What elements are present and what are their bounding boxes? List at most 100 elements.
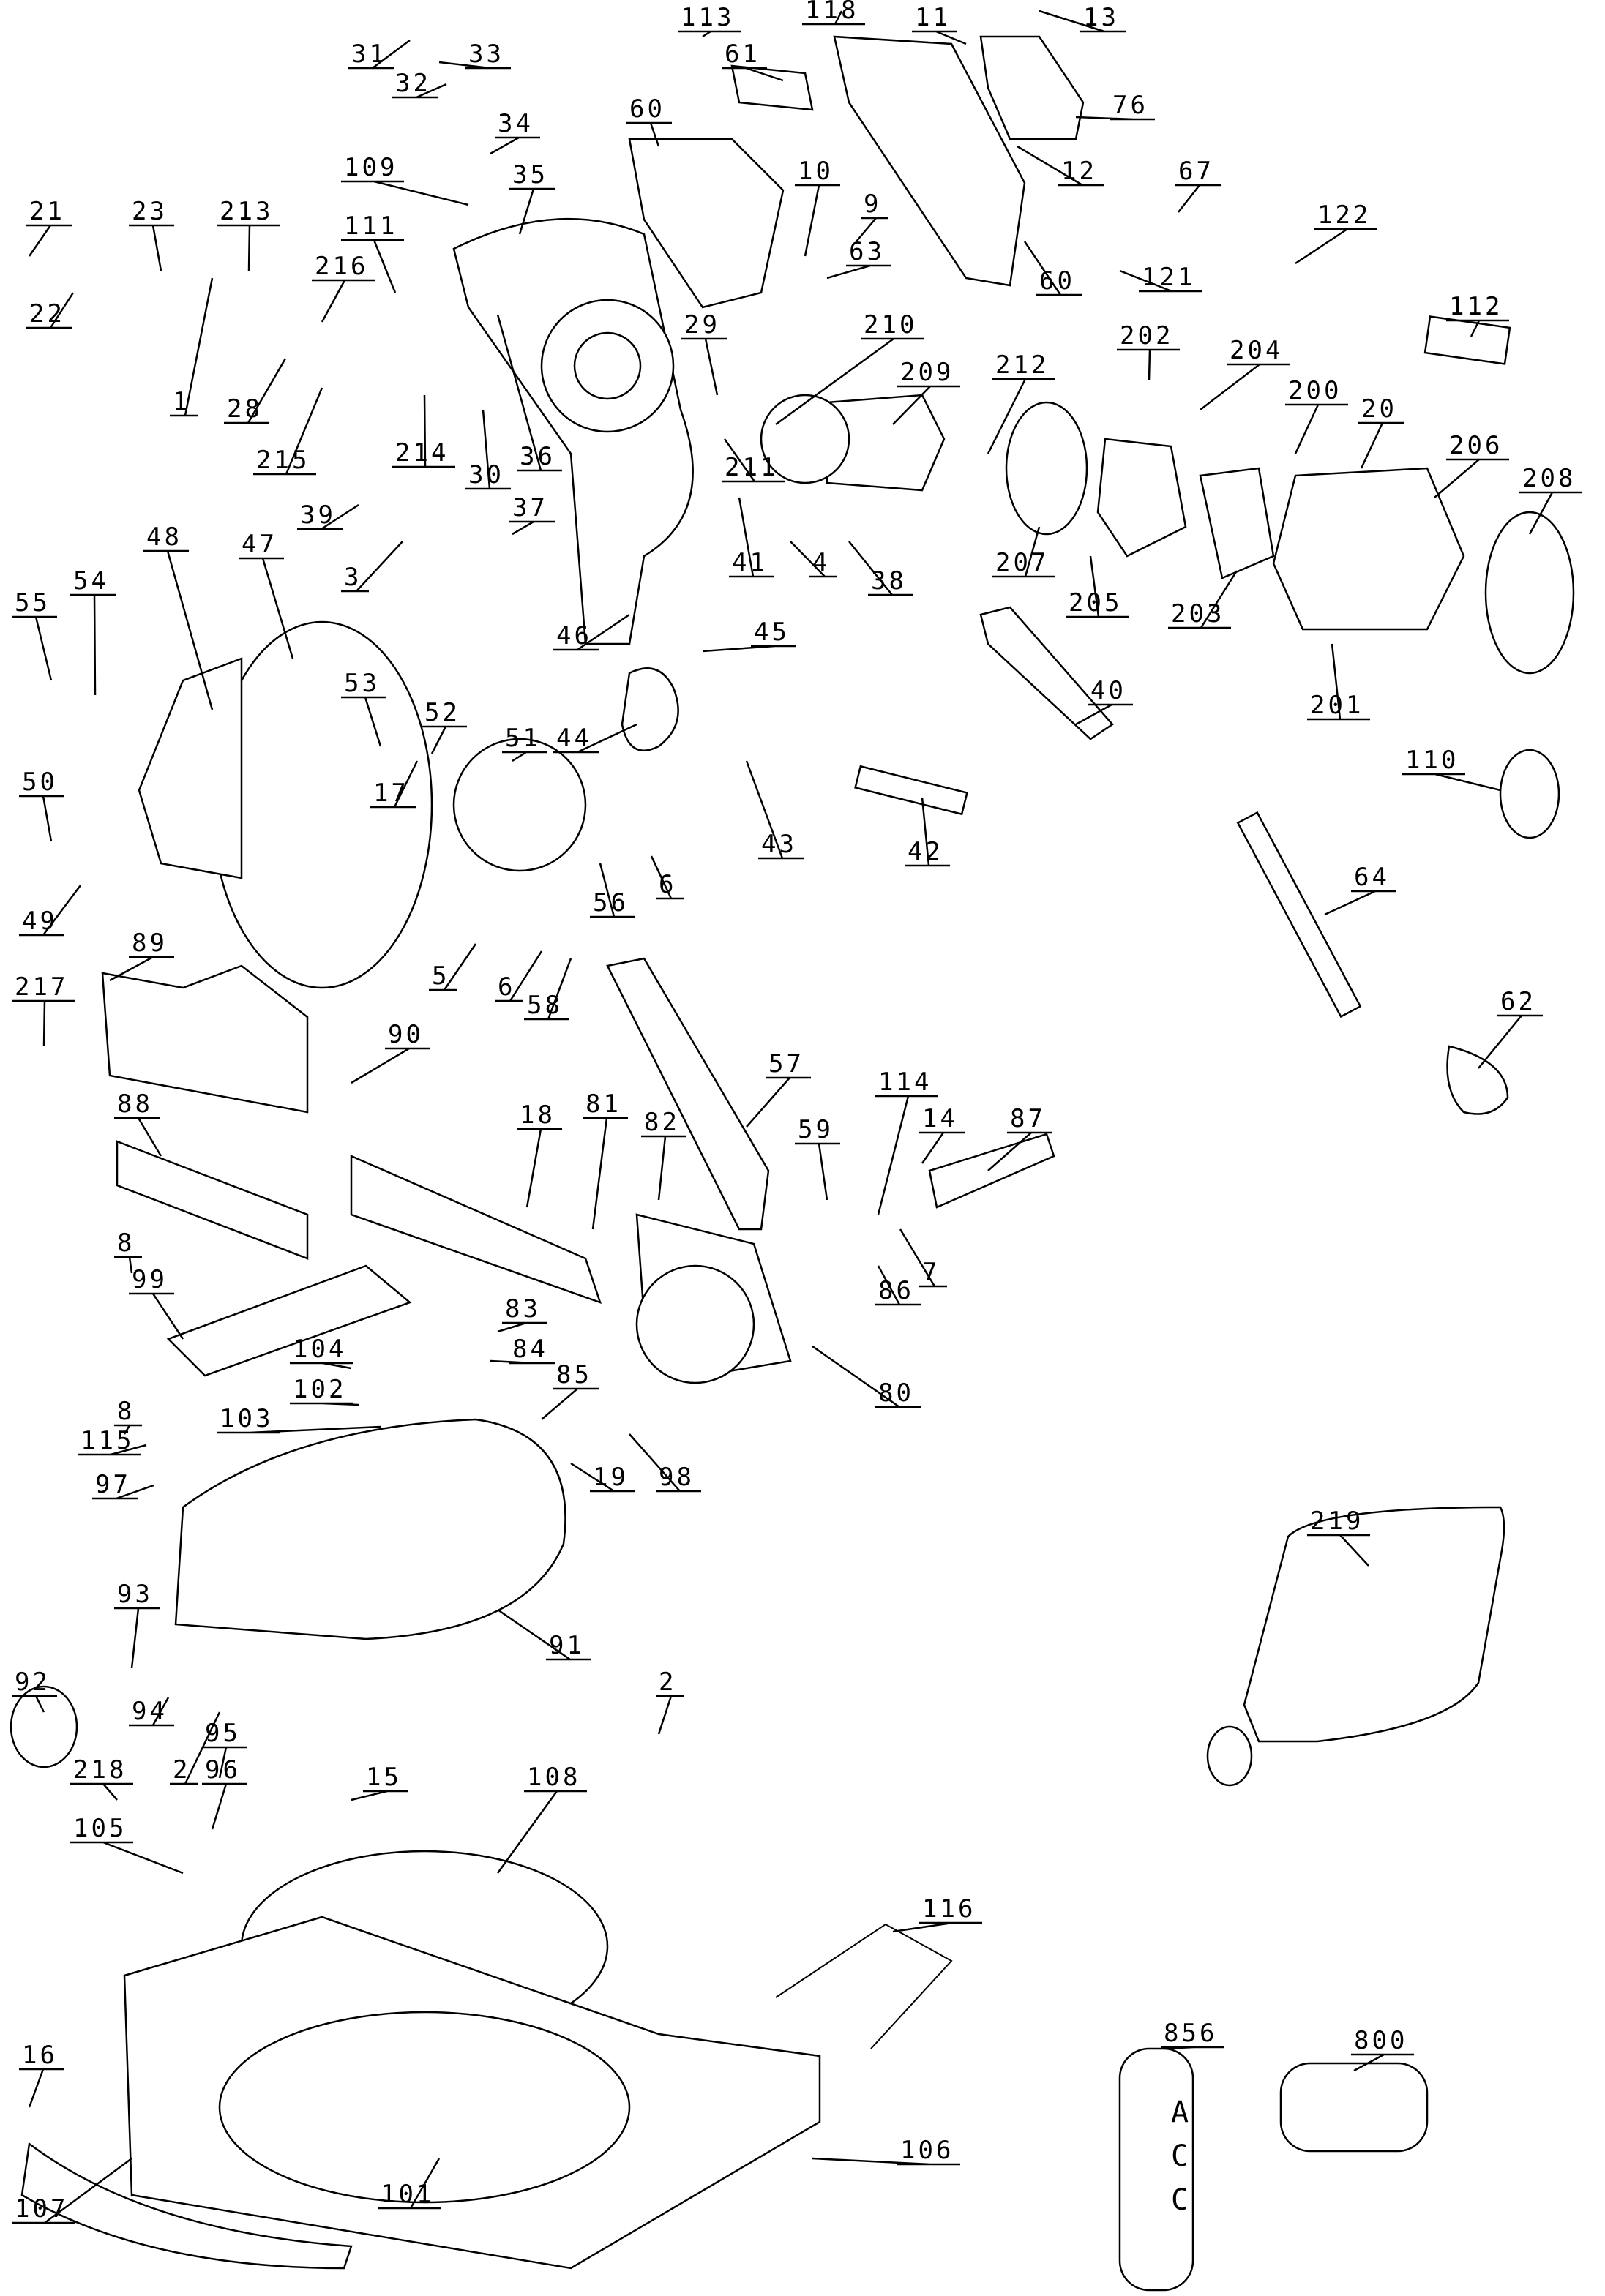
leader-line <box>1402 773 1501 792</box>
callout-number: 112 <box>1449 292 1503 321</box>
callout-number: 91 <box>549 1631 585 1660</box>
callout-109: 109 <box>341 153 469 206</box>
callout-number: 17 <box>373 779 409 808</box>
callout-number: 84 <box>512 1335 548 1364</box>
callout-19: 19 <box>570 1462 635 1493</box>
leader-line <box>129 1697 174 1727</box>
callout-34: 34 <box>490 109 540 155</box>
callout-23: 23 <box>129 197 174 271</box>
card-856 <box>1118 2047 1194 2292</box>
callout-53: 53 <box>341 669 386 747</box>
leader-line <box>378 2158 441 2210</box>
leader-line <box>70 1841 184 1875</box>
callout-number: 103 <box>220 1404 273 1433</box>
callout-11: 11 <box>912 3 967 45</box>
leader-line <box>745 760 804 860</box>
leader-line <box>1519 491 1582 535</box>
callout-15: 15 <box>351 1763 408 1801</box>
callout-number: 55 <box>15 588 50 618</box>
callout-number: 6 <box>659 870 676 899</box>
leader-line <box>70 593 116 696</box>
leader-line <box>875 1265 921 1306</box>
leader-line <box>114 1607 160 1669</box>
callout-219: 219 <box>1307 1507 1370 1567</box>
callout-218: 218 <box>70 1755 133 1801</box>
leader-line <box>892 1921 982 1933</box>
callout-number: 37 <box>512 493 548 522</box>
leader-line <box>497 1608 591 1661</box>
callout-204: 204 <box>1200 336 1290 410</box>
leader-line <box>524 958 572 1021</box>
leader-line <box>490 1359 555 1365</box>
callout-3: 3 <box>341 541 403 593</box>
callout-number: 10 <box>798 157 834 186</box>
callout-number: 215 <box>256 446 310 475</box>
callout-89: 89 <box>109 928 174 982</box>
callout-106: 106 <box>812 2136 960 2166</box>
leader-line <box>170 277 214 417</box>
leader-line <box>629 1433 701 1493</box>
callout-215: 215 <box>253 387 323 476</box>
callout-95: 95 <box>202 1719 247 1779</box>
callout-number: 2 <box>173 1755 190 1785</box>
callout-number: 29 <box>684 310 720 339</box>
spring-44 <box>621 667 679 751</box>
callout-number: 1 <box>173 387 190 416</box>
callout-number: 30 <box>468 460 504 489</box>
callout-60: 60 <box>626 94 672 147</box>
bevel-ring <box>635 1264 755 1384</box>
callout-number: 60 <box>629 94 665 124</box>
leader-line <box>502 751 547 762</box>
leader-line <box>650 855 684 900</box>
leader-line <box>1023 241 1082 296</box>
callout-800: 800 <box>1351 2026 1414 2072</box>
callout-86: 86 <box>875 1265 921 1306</box>
callout-202: 202 <box>1117 321 1180 381</box>
leader-line <box>217 1425 381 1434</box>
leader-line <box>681 337 727 396</box>
callout-211: 211 <box>722 438 785 483</box>
leader-line <box>70 1782 133 1801</box>
callout-63: 63 <box>826 237 891 280</box>
callout-number: 211 <box>725 453 778 482</box>
leader-line <box>987 1131 1052 1171</box>
callout-122: 122 <box>1295 200 1377 265</box>
callout-number: 83 <box>505 1294 541 1324</box>
callout-number: 206 <box>1449 431 1503 460</box>
leader-line <box>1066 555 1129 618</box>
callout-80: 80 <box>812 1345 921 1408</box>
callout-13: 13 <box>1039 3 1126 33</box>
callout-200: 200 <box>1285 376 1348 454</box>
leader-line <box>678 30 741 38</box>
callout-number: 16 <box>22 2041 58 2070</box>
leader-line <box>1075 116 1155 121</box>
leader-line <box>341 239 404 293</box>
callout-number: 54 <box>73 566 109 596</box>
callout-55: 55 <box>12 588 57 681</box>
callout-31: 31 <box>348 39 411 70</box>
leader-line <box>856 217 888 242</box>
leader-line <box>341 180 469 206</box>
callout-number: 216 <box>315 252 368 281</box>
leader-line <box>1307 1534 1370 1567</box>
callout-87: 87 <box>987 1104 1052 1171</box>
leader-line <box>465 409 511 490</box>
callout-number: 110 <box>1405 746 1459 775</box>
callout-number: 93 <box>117 1580 153 1609</box>
callout-number: 31 <box>351 40 387 69</box>
base-table <box>218 2011 631 2204</box>
leader-line <box>826 264 891 280</box>
callout-number: 89 <box>132 928 168 958</box>
callout-number: 4 <box>812 548 830 577</box>
leader-line <box>802 10 865 26</box>
leader-line <box>795 184 840 257</box>
callout-67: 67 <box>1175 157 1221 213</box>
callout-92: 92 <box>12 1667 57 1713</box>
leader-line <box>553 723 637 754</box>
callout-49: 49 <box>19 885 81 937</box>
leader-line <box>919 1131 965 1164</box>
callout-number: 209 <box>900 358 954 387</box>
callout-84: 84 <box>490 1335 555 1365</box>
callout-18: 18 <box>517 1100 562 1208</box>
